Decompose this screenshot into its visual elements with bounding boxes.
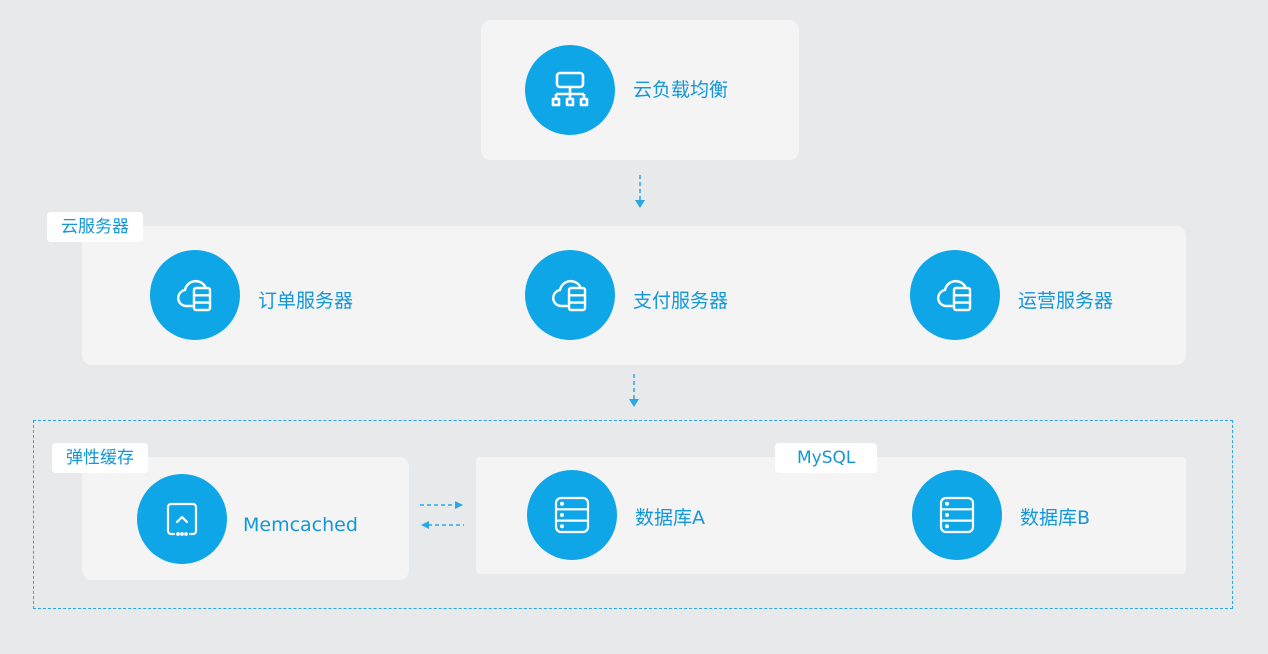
cloud-server-icon	[177, 279, 212, 312]
operations-server-label: 运营服务器	[1018, 290, 1114, 312]
connector-arrow-down	[635, 175, 645, 208]
order-server-node[interactable]	[150, 250, 240, 340]
database-b-node[interactable]	[912, 470, 1002, 560]
memcached-node[interactable]	[137, 474, 227, 564]
database-b-label: 数据库B	[1020, 507, 1091, 529]
load-balancer-label: 云负载均衡	[633, 79, 729, 101]
cache-tag: 弹性缓存	[52, 443, 148, 473]
database-a-label: 数据库A	[635, 507, 705, 529]
cloud-server-icon	[937, 279, 972, 312]
order-server-label: 订单服务器	[258, 290, 354, 312]
payment-server-label: 支付服务器	[633, 290, 729, 312]
database-icon	[554, 496, 590, 534]
cache-box-icon	[166, 502, 198, 536]
connector-arrow-down	[629, 374, 639, 407]
cloud-servers-panel	[82, 226, 1186, 365]
cloud-server-icon	[552, 279, 587, 312]
operations-server-node[interactable]	[910, 250, 1000, 340]
payment-server-node[interactable]	[525, 250, 615, 340]
cloud-servers-tag: 云服务器	[47, 212, 143, 242]
network-hierarchy-icon	[551, 71, 589, 107]
cache-panel	[82, 457, 409, 580]
database-a-node[interactable]	[527, 470, 617, 560]
load-balancer-node[interactable]	[525, 45, 615, 135]
storage-region	[33, 420, 1233, 609]
memcached-label: Memcached	[243, 514, 358, 536]
mysql-tag: MySQL	[775, 443, 878, 473]
connector-bidirectional	[420, 501, 464, 529]
database-icon	[939, 496, 975, 534]
